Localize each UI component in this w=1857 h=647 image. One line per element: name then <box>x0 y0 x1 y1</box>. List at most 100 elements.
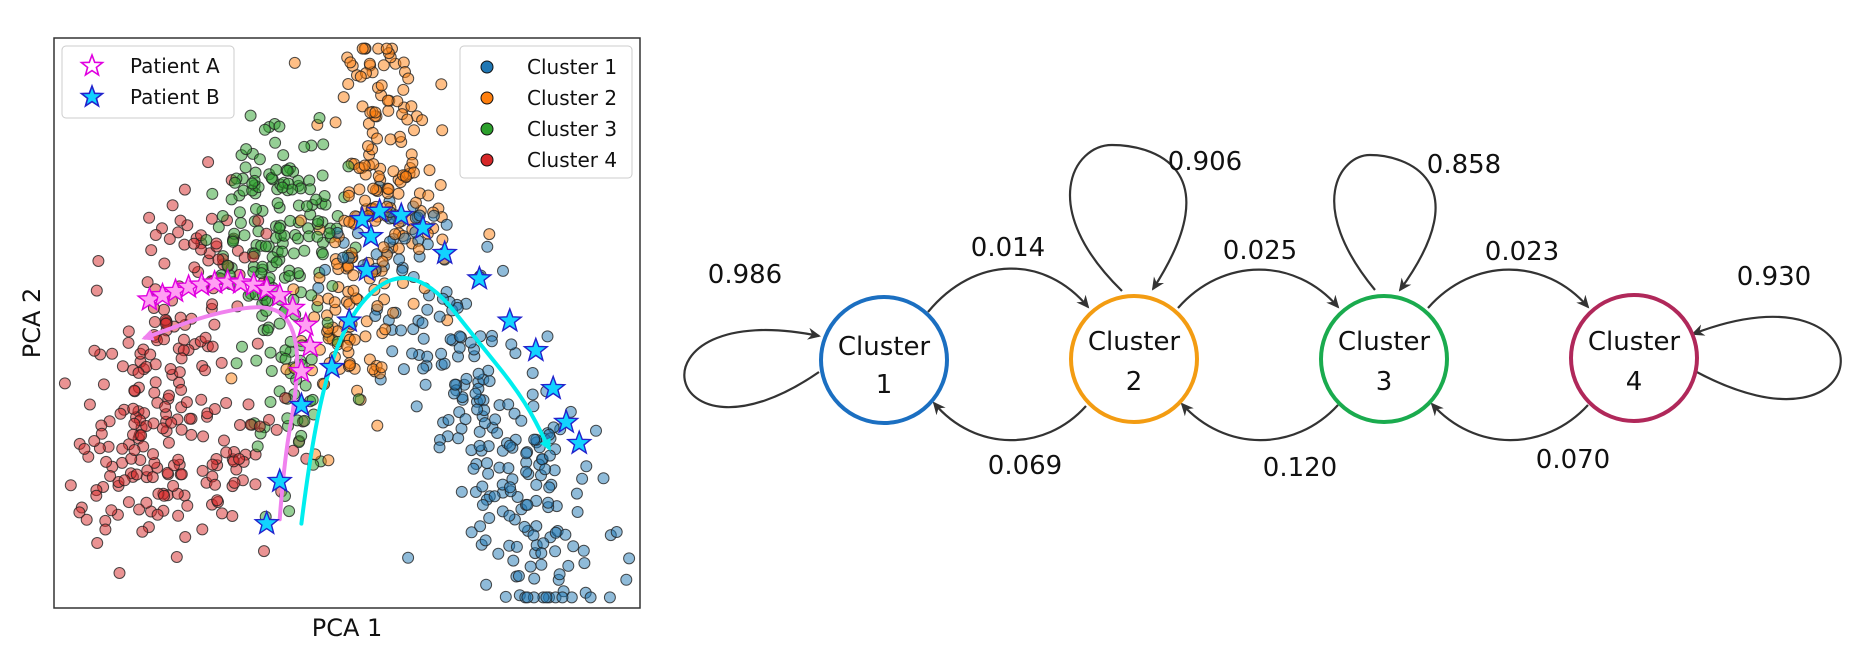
scatter-point-cluster-1 <box>455 485 468 498</box>
cluster-1-legend-marker <box>480 60 494 74</box>
node-cluster-1-label-bottom: 1 <box>876 370 893 400</box>
scatter-point-cluster-2 <box>409 196 422 209</box>
scatter-point-cluster-2 <box>347 269 360 282</box>
scatter-point-cluster-4 <box>180 396 193 409</box>
scatter-point-cluster-1 <box>421 303 434 316</box>
scatter-point-cluster-1 <box>491 427 504 439</box>
scatter-point-cluster-2 <box>412 243 425 256</box>
scatter-point-cluster-1 <box>570 487 583 500</box>
self-loop-cluster-1 <box>683 327 821 409</box>
scatter-point-cluster-3 <box>311 230 324 243</box>
scatter-point-cluster-4 <box>122 496 135 509</box>
patient-a-trajectory-arrow <box>141 305 300 522</box>
scatter-point-cluster-3 <box>326 280 339 292</box>
scatter-point-cluster-4 <box>90 284 103 297</box>
scatter-point-cluster-1 <box>530 478 543 491</box>
scatter-point-cluster-3 <box>271 197 284 210</box>
cluster-4-legend-marker <box>480 153 494 167</box>
scatter-point-cluster-2 <box>392 187 405 200</box>
patient-a-star <box>266 281 294 307</box>
scatter-point-cluster-1 <box>419 378 432 391</box>
scatter-point-cluster-2 <box>483 228 496 241</box>
scatter-point-cluster-1 <box>467 462 480 475</box>
scatter-point-cluster-2 <box>380 42 393 55</box>
scatter-point-cluster-1 <box>319 263 331 276</box>
scatter-point-cluster-1 <box>395 324 407 337</box>
scatter-point-cluster-1 <box>562 559 575 572</box>
scatter-point-cluster-2 <box>353 183 366 196</box>
scatter-point-cluster-1 <box>518 520 531 533</box>
scatter-point-cluster-4 <box>220 446 233 459</box>
scatter-point-cluster-1 <box>479 534 492 547</box>
node-cluster-1 <box>819 295 949 425</box>
scatter-point-cluster-4 <box>197 430 210 443</box>
scatter-point-cluster-4 <box>133 503 146 516</box>
scatter-point-cluster-3 <box>200 234 213 246</box>
scatter-point-cluster-3 <box>298 244 311 257</box>
scatter-point-cluster-1 <box>584 591 597 604</box>
scatter-point-cluster-2 <box>356 42 369 55</box>
scatter-point-cluster-4 <box>83 398 96 411</box>
scatter-point-cluster-2 <box>337 91 350 104</box>
scatter-point-cluster-4 <box>163 233 176 245</box>
scatter-point-cluster-2 <box>372 170 385 183</box>
scatter-point-cluster-4 <box>188 261 201 274</box>
edge-cluster-2-to-1 <box>932 401 1087 442</box>
scatter-point-cluster-1 <box>521 591 534 604</box>
scatter-point-cluster-4 <box>196 523 209 536</box>
patient-b-star <box>466 264 493 291</box>
scatter-point-cluster-1 <box>527 529 540 542</box>
scatter-point-cluster-3 <box>284 214 297 227</box>
scatter-point-cluster-4 <box>196 464 209 477</box>
patient-a-legend-label: Patient A <box>130 54 220 78</box>
scatter-point-cluster-4 <box>116 360 129 373</box>
scatter-point-cluster-3 <box>258 123 271 136</box>
scatter-point-cluster-3 <box>298 140 311 153</box>
scatter-point-cluster-1 <box>397 363 410 376</box>
scatter-point-cluster-4 <box>156 422 169 435</box>
scatter-point-cluster-1 <box>449 378 461 391</box>
scatter-point-cluster-3 <box>269 136 282 149</box>
scatter-point-cluster-3 <box>230 357 243 370</box>
scatter-point-cluster-4 <box>128 384 141 397</box>
scatter-point-cluster-4 <box>252 214 265 227</box>
scatter-point-cluster-1 <box>526 388 539 401</box>
scatter-point-cluster-3 <box>300 200 313 213</box>
scatter-point-cluster-1 <box>393 253 406 266</box>
scatter-point-cluster-3 <box>273 317 286 330</box>
cluster-3-legend-label: Cluster 3 <box>527 117 617 141</box>
scatter-point-cluster-1 <box>465 526 478 539</box>
scatter-point-cluster-4 <box>233 453 246 465</box>
scatter-point-cluster-1 <box>476 499 489 511</box>
node-cluster-1-label-top: Cluster <box>838 332 931 362</box>
scatter-point-cluster-2 <box>384 133 397 146</box>
scatter-point-cluster-3 <box>216 210 229 222</box>
scatter-point-cluster-4 <box>147 448 159 461</box>
scatter-point-cluster-4 <box>208 403 221 415</box>
scatter-point-cluster-4 <box>141 276 154 289</box>
scatter-point-cluster-2 <box>358 159 371 172</box>
scatter-point-cluster-4 <box>158 489 171 502</box>
scatter-point-cluster-1 <box>474 520 487 533</box>
scatter-point-cluster-4 <box>206 298 219 311</box>
cluster-4-legend-label: Cluster 4 <box>527 148 617 172</box>
patient-a-legend-star <box>79 52 105 77</box>
scatter-point-cluster-4 <box>147 417 160 430</box>
patient-b-star <box>409 213 437 240</box>
scatter-point-cluster-4 <box>100 455 113 468</box>
scatter-point-cluster-4 <box>80 513 93 526</box>
patient-b-star <box>353 256 380 282</box>
trajectory-arrows-layer <box>141 276 551 526</box>
scatter-point-cluster-3 <box>273 222 286 235</box>
scatter-point-cluster-2 <box>371 300 384 313</box>
scatter-point-cluster-1 <box>512 570 525 582</box>
scatter-point-cluster-3 <box>270 256 283 269</box>
scatter-point-cluster-1 <box>503 509 516 522</box>
scatter-point-cluster-2 <box>362 140 374 153</box>
scatter-point-cluster-1 <box>398 232 411 245</box>
scatter-point-cluster-1 <box>578 557 591 570</box>
scatter-point-cluster-1 <box>417 362 430 375</box>
scatter-point-cluster-4 <box>242 398 255 411</box>
scatter-point-cluster-3 <box>264 396 277 408</box>
patient-a-star <box>253 275 281 301</box>
